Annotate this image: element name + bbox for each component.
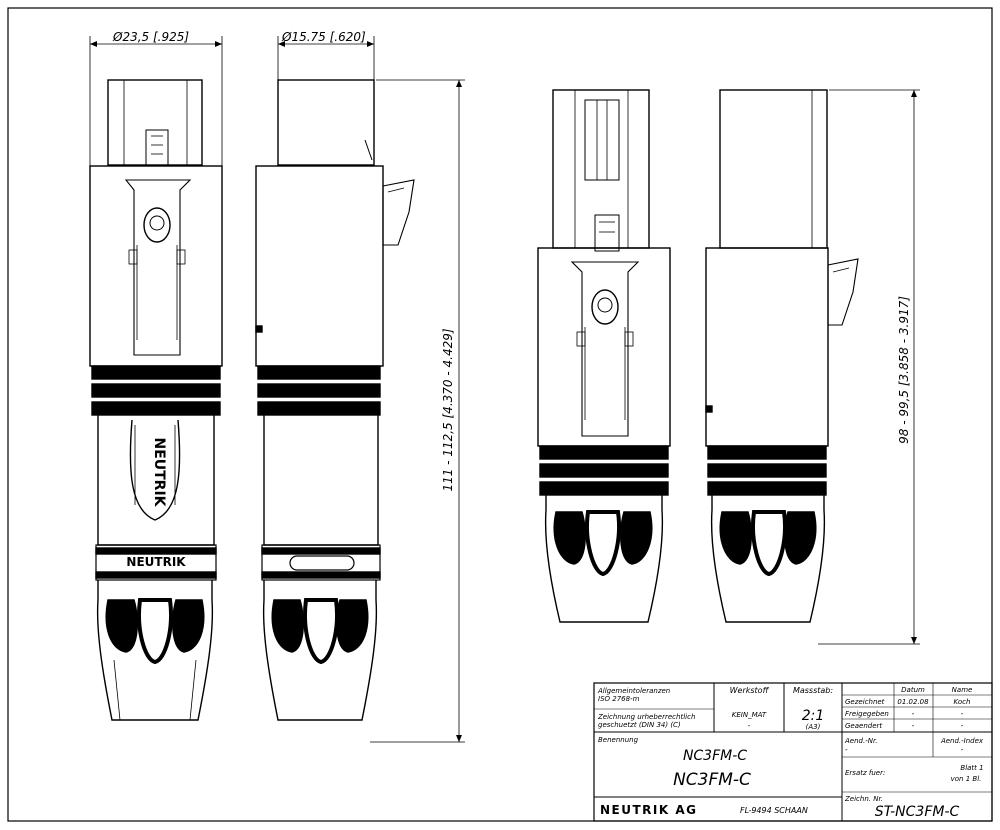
tolerance-value: ISO 2768-m: [598, 695, 640, 703]
date-header: Datum: [901, 686, 925, 694]
drawn-date: 01.02.08: [897, 698, 929, 706]
view-side-locked: [255, 79, 415, 721]
view-front-unlocked: [537, 89, 671, 623]
drawing-number-value: ST-NC3FM-C: [875, 804, 960, 820]
change-index-label: Aend.-Index: [940, 737, 984, 745]
replacement-label: Ersatz fuer:: [845, 769, 885, 777]
dimension-length-unlocked: [818, 89, 920, 645]
name-header: Name: [952, 686, 973, 694]
change-index-value: -: [961, 746, 964, 754]
title-block: [593, 682, 993, 822]
description-2: NC3FM-C: [673, 770, 751, 790]
released-label: Freigegeben: [845, 710, 889, 718]
dimension-diameter-insert: [277, 36, 375, 80]
dimension-length-locked: [370, 79, 465, 743]
scale-label: Massstab:: [793, 686, 833, 695]
drawing-number-label: Zeichn. Nr.: [844, 795, 883, 803]
scale-value: 2:1: [802, 708, 825, 724]
material-value: KEIN_MAT: [732, 711, 767, 719]
dimension-length-unlocked-text: 98 - 99,5 [3.858 - 3.917]: [897, 296, 911, 444]
brand-engraving-front: NEUTRIK: [151, 437, 167, 507]
material-label: Werkstoff: [730, 686, 770, 695]
view-side-unlocked: [705, 89, 859, 623]
material-sub: -: [748, 722, 751, 730]
tolerance-label: Allgemeintoleranzen: [597, 687, 670, 695]
company-logo: NEUTRIK AG: [600, 803, 698, 817]
description-label: Benennung: [598, 736, 639, 744]
change-number-value: -: [845, 746, 848, 754]
drawn-name: Koch: [954, 698, 971, 706]
change-number-label: Aend.-Nr.: [844, 737, 877, 745]
scale-format: (A3): [806, 723, 821, 731]
brand-engraving-collet: NEUTRIK: [126, 555, 186, 569]
released-date: -: [912, 710, 915, 718]
sheet-label: Blatt 1: [960, 764, 983, 772]
sheet-border: [7, 7, 993, 822]
dimension-diameter-body-text: Ø23,5 [.925]: [112, 30, 189, 44]
released-name: -: [961, 710, 964, 718]
changed-name: -: [961, 722, 964, 730]
dimension-diameter-body: [89, 36, 223, 166]
dimension-diameter-insert-text: Ø15.75 [.620]: [281, 30, 366, 44]
changed-label: Geaendert: [845, 722, 882, 730]
copyright-line-2: geschuetzt (DIN 34) (C): [598, 721, 681, 729]
changed-date: -: [912, 722, 915, 730]
drawn-label: Gezeichnet: [845, 698, 885, 706]
view-front-locked: [89, 79, 223, 721]
dimension-length-locked-text: 111 - 112,5 [4.370 - 4.429]: [441, 328, 455, 491]
company-address: FL-9494 SCHAAN: [740, 806, 808, 815]
copyright-line-1: Zeichnung urheberrechtlich: [597, 713, 695, 721]
description-1: NC3FM-C: [683, 748, 747, 764]
sheet-of: von 1 Bl.: [951, 775, 982, 783]
